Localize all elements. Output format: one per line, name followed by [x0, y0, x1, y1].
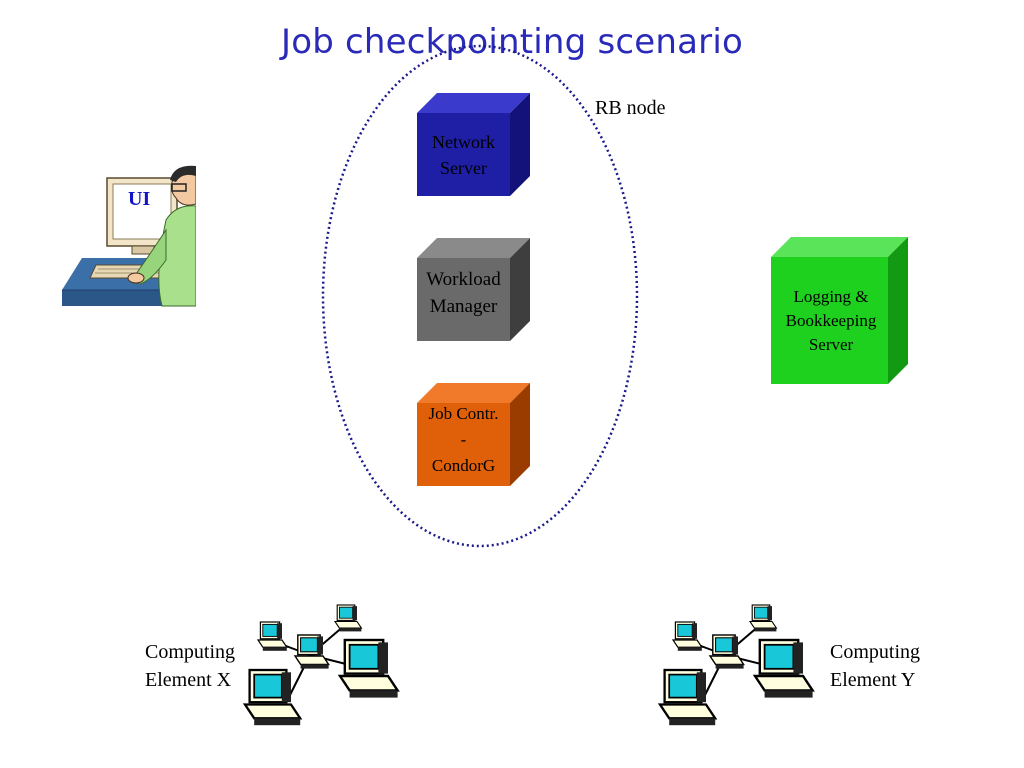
ce-y-line1: Computing [830, 641, 921, 663]
network-server-label-1: Network [432, 132, 495, 152]
ui-user-workstation[interactable]: UI [62, 160, 197, 308]
computer-icon [337, 638, 400, 698]
computer-icon [657, 668, 718, 726]
logging-label-1: Logging & [793, 287, 869, 306]
computer-icon [256, 621, 288, 651]
ui-label: UI [128, 188, 151, 210]
computer-icon [748, 604, 778, 632]
workload-manager-label-2: Manager [429, 296, 498, 317]
job-controller-label-3: CondorG [431, 456, 496, 475]
ce-y-line2: Element Y [830, 669, 916, 691]
computing-element-x-label: Computing Element X [145, 638, 235, 694]
rb-node-label: RB node [595, 97, 666, 119]
job-controller-node[interactable]: Job Contr. - CondorG [417, 383, 530, 486]
computer-icon [242, 668, 303, 726]
ce-x-line1: Computing [145, 641, 236, 663]
ce-x-line2: Element X [145, 669, 232, 691]
network-server-node[interactable]: Network Server [417, 93, 530, 196]
computer-icon [708, 634, 745, 669]
computer-icon [671, 621, 703, 651]
network-server-label-2: Server [440, 158, 487, 178]
computing-element-y-network-icon[interactable] [655, 600, 825, 740]
logging-bookkeeping-server-node[interactable]: Logging & Bookkeeping Server [771, 237, 908, 384]
workload-manager-label-1: Workload [426, 269, 501, 290]
logging-label-2: Bookkeeping [785, 311, 877, 330]
computing-element-y-label: Computing Element Y [830, 638, 920, 694]
computing-element-x-network-icon[interactable] [240, 600, 410, 740]
user-at-computer-icon [62, 165, 197, 307]
rb-node-boundary [321, 44, 639, 548]
workload-manager-node[interactable]: Workload Manager [417, 238, 530, 341]
job-controller-label-2: - [460, 430, 467, 449]
computer-icon [333, 604, 363, 632]
computer-icon [293, 634, 330, 669]
computer-icon [752, 638, 815, 698]
logging-label-3: Server [808, 335, 854, 354]
page-title: Job checkpointing scenario [281, 22, 743, 62]
job-controller-label-1: Job Contr. [428, 404, 499, 423]
